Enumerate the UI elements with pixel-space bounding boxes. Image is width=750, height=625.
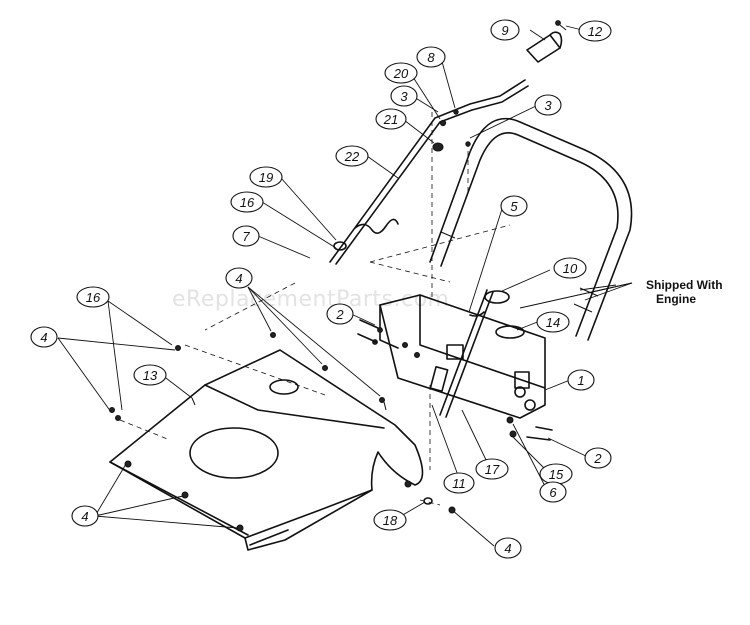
svg-text:20: 20 bbox=[393, 66, 409, 81]
svg-text:4: 4 bbox=[235, 271, 242, 286]
callout-15: 15 bbox=[539, 463, 573, 485]
callout-18: 18 bbox=[373, 509, 407, 531]
svg-text:4: 4 bbox=[40, 330, 47, 345]
callout-21: 21 bbox=[375, 108, 407, 130]
svg-text:19: 19 bbox=[259, 170, 273, 185]
svg-text:4: 4 bbox=[504, 541, 511, 556]
callout-3: 3 bbox=[534, 94, 562, 116]
svg-text:4: 4 bbox=[81, 509, 88, 524]
callout-20: 20 bbox=[384, 62, 418, 84]
svg-text:2: 2 bbox=[335, 307, 344, 322]
callout-5: 5 bbox=[500, 195, 528, 217]
svg-text:21: 21 bbox=[383, 112, 398, 127]
svg-text:11: 11 bbox=[452, 476, 466, 491]
callout-4: 4 bbox=[494, 537, 522, 559]
shift-rod bbox=[329, 79, 529, 265]
svg-text:2: 2 bbox=[593, 451, 602, 466]
callout-3: 3 bbox=[390, 85, 418, 107]
svg-text:16: 16 bbox=[240, 195, 255, 210]
callout-2: 2 bbox=[326, 303, 354, 325]
watermark: eReplacementParts.com bbox=[172, 287, 449, 312]
svg-text:6: 6 bbox=[549, 485, 557, 500]
svg-text:12: 12 bbox=[588, 24, 603, 39]
svg-text:5: 5 bbox=[510, 199, 518, 214]
callout-12: 12 bbox=[578, 20, 612, 42]
callout-11: 11 bbox=[443, 472, 475, 494]
svg-text:10: 10 bbox=[563, 261, 578, 276]
assembly-guide-lines bbox=[119, 112, 511, 506]
control-bracket bbox=[357, 294, 553, 441]
shipped-with-engine-note: Shipped With Engine bbox=[646, 278, 723, 306]
svg-text:8: 8 bbox=[427, 50, 435, 65]
svg-text:16: 16 bbox=[86, 290, 101, 305]
svg-text:18: 18 bbox=[383, 513, 398, 528]
svg-text:7: 7 bbox=[242, 229, 250, 244]
svg-text:Engine: Engine bbox=[656, 292, 696, 306]
svg-text:9: 9 bbox=[501, 23, 508, 38]
callout-8: 8 bbox=[416, 46, 446, 68]
callout-4: 4 bbox=[30, 326, 58, 348]
callout-10: 10 bbox=[553, 257, 587, 279]
handle-bar bbox=[429, 117, 633, 341]
callout-1: 1 bbox=[567, 369, 595, 391]
svg-text:3: 3 bbox=[400, 89, 408, 104]
callout-17: 17 bbox=[475, 458, 509, 480]
callout-16: 16 bbox=[230, 191, 264, 213]
callout-4: 4 bbox=[71, 505, 99, 527]
callout-16: 16 bbox=[76, 286, 110, 308]
svg-text:1: 1 bbox=[577, 373, 584, 388]
svg-text:17: 17 bbox=[485, 462, 500, 477]
callout-6: 6 bbox=[539, 481, 567, 503]
callout-4: 4 bbox=[225, 267, 253, 289]
svg-text:Shipped With: Shipped With bbox=[646, 278, 723, 292]
callout-19: 19 bbox=[249, 166, 283, 188]
svg-text:3: 3 bbox=[544, 98, 552, 113]
svg-text:15: 15 bbox=[549, 467, 564, 482]
callout-bubbles: 9 12 8 20 3 3 21 22 bbox=[30, 19, 612, 559]
svg-text:22: 22 bbox=[344, 149, 360, 164]
washers bbox=[423, 497, 456, 514]
callout-13: 13 bbox=[133, 364, 167, 386]
main-shroud bbox=[109, 332, 424, 551]
callout-7: 7 bbox=[232, 225, 260, 247]
callout-9: 9 bbox=[490, 19, 520, 41]
svg-text:14: 14 bbox=[546, 315, 560, 330]
shift-knob bbox=[526, 20, 567, 63]
callout-2: 2 bbox=[584, 447, 612, 469]
svg-text:13: 13 bbox=[143, 368, 158, 383]
callout-22: 22 bbox=[335, 145, 369, 167]
callout-14: 14 bbox=[536, 311, 570, 333]
